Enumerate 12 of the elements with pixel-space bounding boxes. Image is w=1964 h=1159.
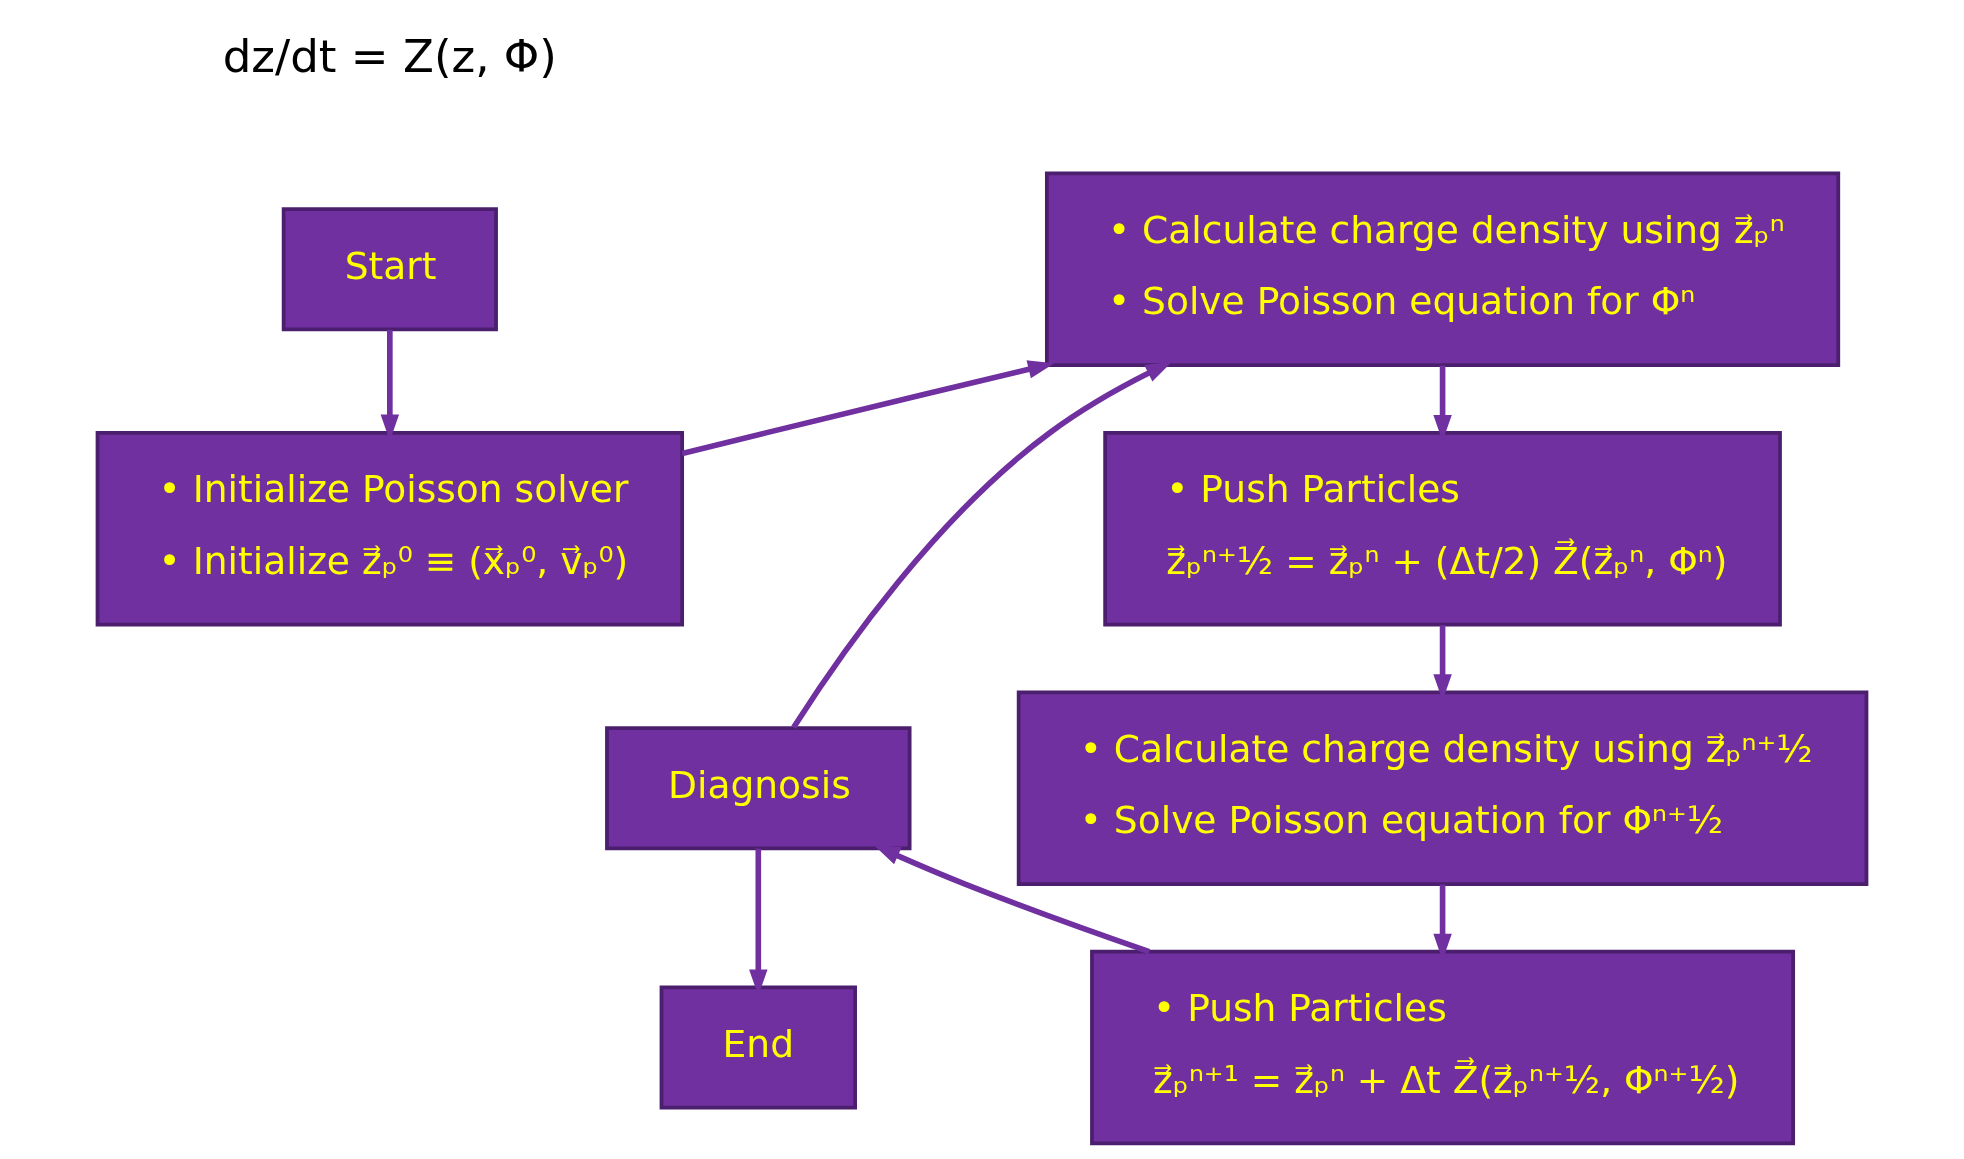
node-box: Diagnosis (605, 726, 912, 851)
node-box: • Calculate charge density using z⃗ₚⁿ • Solve Poisson equation for Φⁿ (1044, 171, 1841, 368)
arrow (681, 360, 1055, 457)
node-box: Start (281, 207, 498, 332)
label: dz/dt = Z(z, Φ) (222, 30, 557, 84)
node-box: • Initialize Poisson solver • Initialize z⃗ₚ⁰ ≡ (x⃗ₚ⁰, v⃗ₚ⁰) (95, 431, 685, 627)
arrow (873, 845, 1151, 955)
arrow (791, 361, 1172, 729)
node-box: End (659, 985, 857, 1110)
node-box: • Push Particles z⃗ₚⁿ⁺½ = z⃗ₚⁿ + (Δt/2) Z⃗(z⃗ₚⁿ, Φⁿ) (1103, 431, 1782, 627)
node-box: • Push Particles z⃗ₚⁿ⁺¹ = z⃗ₚⁿ + Δt Z⃗(z⃗ₚⁿ⁺½, Φⁿ⁺½) (1090, 949, 1796, 1146)
node-box: • Calculate charge density using z⃗ₚⁿ⁺½ • Solve Poisson equation for Φⁿ⁺½ (1016, 690, 1869, 886)
